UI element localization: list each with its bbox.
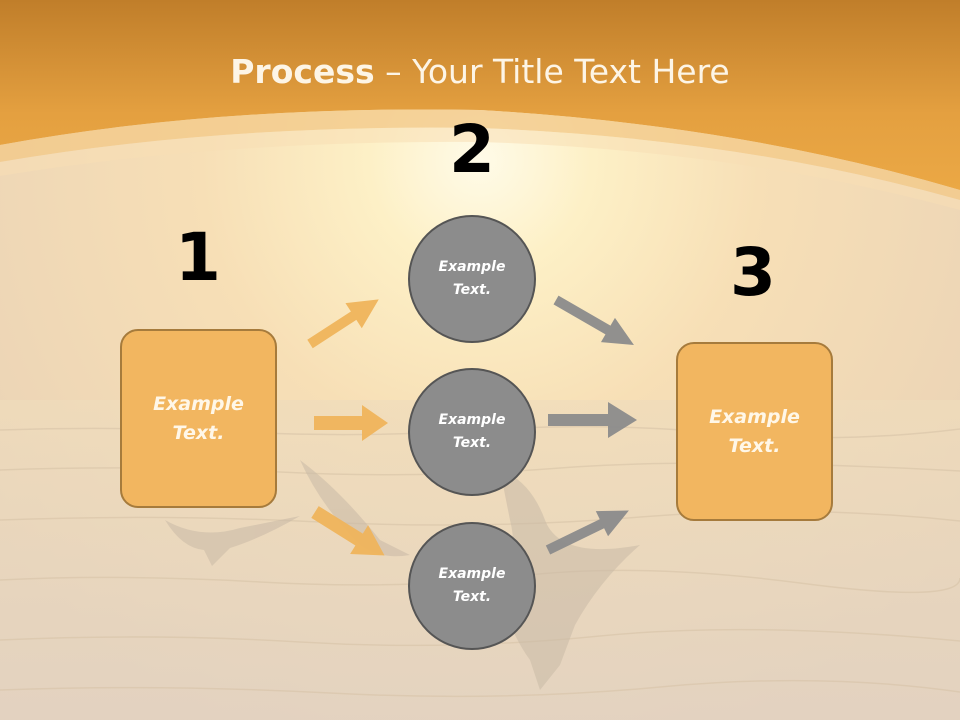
step-number-1: 1 [175,219,221,296]
step-1-box: Example Text. [120,329,277,508]
circle-top: Example Text. [408,215,536,343]
step-3-label: Example Text. [709,405,800,457]
arrow-gray-up [545,510,629,555]
arrow-orange-up [307,299,379,349]
arrow-orange-down [311,506,385,556]
slide-title: Process – Your Title Text Here [0,52,960,91]
step-3-box: Example Text. [676,342,833,521]
title-dash: – [374,52,413,91]
circle-bottom: Example Text. [408,522,536,650]
circle-middle: Example Text. [408,368,536,496]
step-number-2: 2 [449,111,495,188]
step-number-3: 3 [730,234,776,311]
arrow-orange-right [314,405,388,441]
circle-top-label: Example Text. [438,259,506,298]
title-bold: Process [230,52,375,91]
title-rest: Your Title Text Here [412,52,730,91]
circle-middle-label: Example Text. [438,412,506,451]
arrow-gray-down [553,295,634,345]
arrow-gray-right [548,402,637,438]
step-1-label: Example Text. [153,392,244,444]
circle-bottom-label: Example Text. [438,566,506,605]
